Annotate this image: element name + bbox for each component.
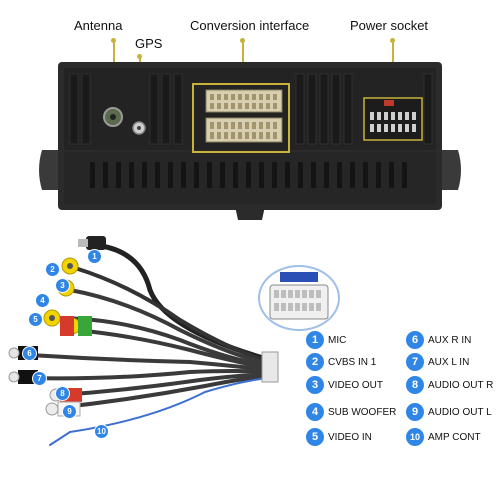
wire-badge-5: 5 [28, 312, 43, 327]
legend-text-6: AUX R IN [428, 335, 472, 346]
legend-badge-2: 2 [306, 353, 324, 371]
upper-vents [69, 73, 433, 145]
legend-badge-1: 1 [306, 331, 324, 349]
wire-badge-9: 9 [62, 404, 77, 419]
connector-inset [258, 265, 340, 331]
legend-text-2: CVBS IN 1 [328, 357, 377, 368]
wire-badge-3: 3 [55, 278, 70, 293]
harness-cables [23, 242, 273, 446]
green-plug [78, 316, 92, 336]
legend-badge-10: 10 [406, 428, 424, 446]
legend-badge-6: 6 [406, 331, 424, 349]
power-socket-label: Power socket [350, 18, 429, 33]
conversion-pins [210, 94, 277, 139]
legend-badge-3: 3 [306, 376, 324, 394]
left-flange [39, 150, 62, 190]
audio-r-cable [58, 372, 272, 397]
wire-badge-7: 7 [32, 371, 47, 386]
antenna-label: Antenna [74, 18, 123, 33]
wire-badge-6: 6 [22, 346, 37, 361]
legend-badge-8: 8 [406, 376, 424, 394]
wire-badge-8: 8 [55, 386, 70, 401]
legend-text-9: AUDIO OUT L [428, 407, 492, 418]
video-in-cable [73, 328, 272, 370]
legend-text-3: VIDEO OUT [328, 380, 384, 391]
legend-text-5: VIDEO IN [328, 432, 372, 443]
wire-badge-1: 1 [87, 249, 102, 264]
right-flange [438, 150, 461, 190]
rca-plugs [8, 257, 92, 417]
legend-badge-5: 5 [306, 428, 324, 446]
legend-text-8: AUDIO OUT R [428, 380, 494, 391]
legend-text-10: AMP CONT [428, 432, 481, 443]
gps-label: GPS [135, 36, 163, 51]
lower-vents [90, 162, 407, 188]
legend-badge-9: 9 [406, 403, 424, 421]
mic-jack [86, 236, 106, 250]
video-out-cable [68, 288, 272, 366]
connector-closeup-icon [269, 272, 329, 320]
legend-text-4: SUB WOOFER [328, 407, 397, 418]
power-socket-pins [370, 112, 416, 132]
audio-l-cable [53, 374, 272, 410]
legend-text-7: AUX L IN [428, 357, 470, 368]
wire-badge-2: 2 [45, 262, 60, 277]
legend-badge-4: 4 [306, 403, 324, 421]
wire-badge-4: 4 [35, 293, 50, 308]
aux-l-cable [23, 369, 272, 381]
conversion-highlight-box [192, 83, 290, 153]
legend-text-1: MIC [328, 335, 347, 346]
amp-cable [69, 377, 271, 433]
cvbs-cable [73, 266, 272, 364]
wire-badge-10: 10 [94, 424, 109, 439]
harness-plug [261, 351, 279, 383]
conversion-interface-label: Conversion interface [190, 18, 310, 33]
power-socket-fuse [384, 100, 394, 106]
bottom-tab [235, 206, 265, 220]
red-plug-upper [60, 316, 74, 336]
aux-r-cable [28, 353, 272, 372]
legend-badge-7: 7 [406, 353, 424, 371]
